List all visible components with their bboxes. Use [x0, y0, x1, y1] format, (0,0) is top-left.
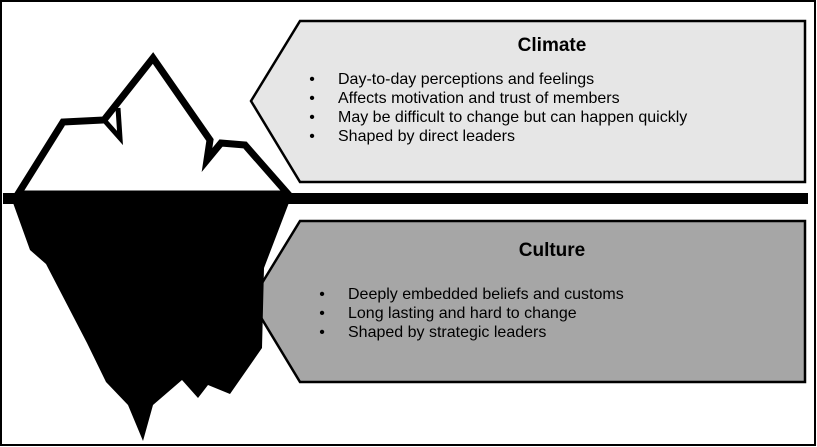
climate-bullet-text: May be difficult to change but can happe… — [338, 109, 688, 126]
iceberg-crevice-left — [102, 107, 123, 146]
bullet-glyph: • — [319, 286, 325, 303]
culture-bullet-list: • Deeply embedded beliefs and customs • … — [316, 285, 624, 342]
waterline — [3, 193, 808, 204]
climate-callout-box — [249, 19, 807, 184]
culture-bullet-text: Deeply embedded beliefs and customs — [348, 286, 624, 303]
culture-bullet-item: • Shaped by strategic leaders — [316, 323, 624, 342]
climate-bullet-item: • May be difficult to change but can hap… — [306, 108, 687, 127]
culture-bullet-text: Shaped by strategic leaders — [348, 324, 547, 341]
climate-bullet-text: Affects motivation and trust of members — [338, 90, 620, 107]
iceberg-tip — [11, 52, 296, 198]
culture-bullet-text: Long lasting and hard to change — [348, 305, 577, 322]
culture-title: Culture — [518, 240, 586, 261]
bullet-glyph: • — [309, 71, 315, 88]
culture-bullet-item: • Deeply embedded beliefs and customs — [316, 285, 624, 304]
climate-bullet-item: • Affects motivation and trust of member… — [306, 89, 687, 108]
climate-bullet-text: Shaped by direct leaders — [338, 128, 515, 145]
bullet-glyph: • — [309, 90, 315, 107]
bullet-glyph: • — [319, 324, 325, 341]
bullet-glyph: • — [309, 109, 315, 126]
bullet-glyph: • — [319, 305, 325, 322]
iceberg-submerged — [12, 200, 290, 441]
bullet-glyph: • — [309, 128, 315, 145]
culture-bullet-item: • Long lasting and hard to change — [316, 304, 624, 323]
climate-bullet-item: • Shaped by direct leaders — [306, 127, 687, 146]
climate-bullet-item: • Day-to-day perceptions and feelings — [306, 70, 687, 89]
climate-title: Climate — [517, 35, 587, 56]
climate-bullet-list: • Day-to-day perceptions and feelings • … — [306, 70, 687, 146]
climate-bullet-text: Day-to-day perceptions and feelings — [338, 71, 595, 88]
